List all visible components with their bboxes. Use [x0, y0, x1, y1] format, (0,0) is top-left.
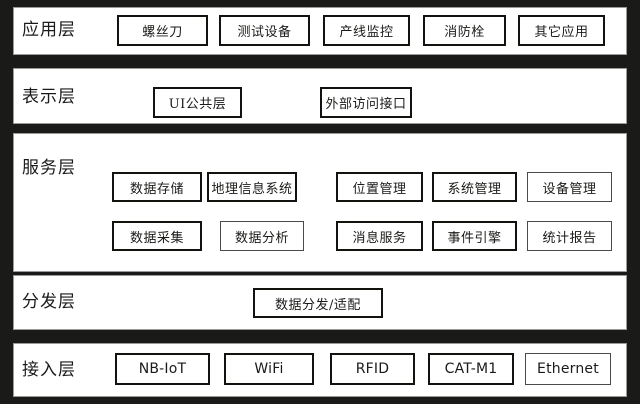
node-label: 螺丝刀 [142, 25, 183, 40]
node-service-r0-4[interactable]: 设备管理 [527, 172, 612, 202]
node-application-0[interactable]: 螺丝刀 [117, 15, 208, 46]
node-label: 测试设备 [237, 25, 292, 40]
node-service-r0-1[interactable]: 地理信息系统 [207, 172, 297, 202]
layer-band-service [13, 133, 627, 272]
node-distribution-0[interactable]: 数据分发/适配 [253, 288, 383, 318]
node-service-r1-0[interactable]: 数据采集 [112, 221, 202, 251]
node-label: NB-IoT [138, 361, 187, 377]
node-label: 设备管理 [542, 181, 597, 197]
node-label: 数据采集 [129, 230, 184, 246]
node-application-1[interactable]: 测试设备 [219, 15, 310, 46]
layer-label-distribution: 分发层 [22, 292, 76, 312]
node-access-3[interactable]: CAT-M1 [428, 353, 514, 385]
node-access-4[interactable]: Ethernet [525, 353, 611, 385]
node-service-r0-2[interactable]: 位置管理 [336, 172, 423, 202]
node-label: 产线监控 [339, 25, 394, 40]
node-label: 消防栓 [444, 25, 485, 40]
node-label: 其它应用 [534, 25, 589, 40]
node-label: 地理信息系统 [211, 181, 293, 197]
layer-label-presentation: 表示层 [22, 87, 76, 107]
node-label: 位置管理 [352, 181, 407, 197]
node-application-2[interactable]: 产线监控 [323, 15, 410, 46]
node-label: RFID [355, 361, 390, 377]
node-service-r1-2[interactable]: 消息服务 [336, 221, 423, 251]
node-service-r1-3[interactable]: 事件引擎 [432, 221, 517, 251]
node-presentation-1[interactable]: 外部访问接口 [320, 87, 412, 118]
node-application-3[interactable]: 消防栓 [423, 15, 506, 46]
node-label: WiFi [254, 361, 284, 377]
layer-label-application: 应用层 [22, 20, 76, 40]
node-label: UI公共层 [168, 97, 227, 112]
node-label: 数据存储 [129, 181, 184, 197]
node-access-2[interactable]: RFID [330, 353, 415, 385]
node-label: 统计报告 [542, 230, 597, 246]
node-label: 消息服务 [352, 230, 407, 246]
node-service-r0-0[interactable]: 数据存储 [112, 172, 202, 202]
node-label: 外部访问接口 [325, 97, 407, 112]
node-access-0[interactable]: NB-IoT [115, 353, 210, 385]
node-service-r0-3[interactable]: 系统管理 [432, 172, 517, 202]
node-label: 数据分发/适配 [275, 297, 361, 313]
node-label: CAT-M1 [444, 361, 498, 377]
node-label: Ethernet [537, 361, 599, 377]
node-service-r1-1[interactable]: 数据分析 [220, 221, 304, 251]
node-application-4[interactable]: 其它应用 [518, 15, 605, 46]
node-label: 事件引擎 [447, 230, 502, 246]
layer-label-access: 接入层 [22, 360, 76, 380]
node-presentation-0[interactable]: UI公共层 [153, 87, 242, 118]
node-label: 系统管理 [447, 181, 502, 197]
layer-label-service: 服务层 [22, 158, 76, 178]
node-service-r1-4[interactable]: 统计报告 [527, 221, 612, 251]
node-access-1[interactable]: WiFi [224, 353, 314, 385]
node-label: 数据分析 [234, 230, 289, 246]
